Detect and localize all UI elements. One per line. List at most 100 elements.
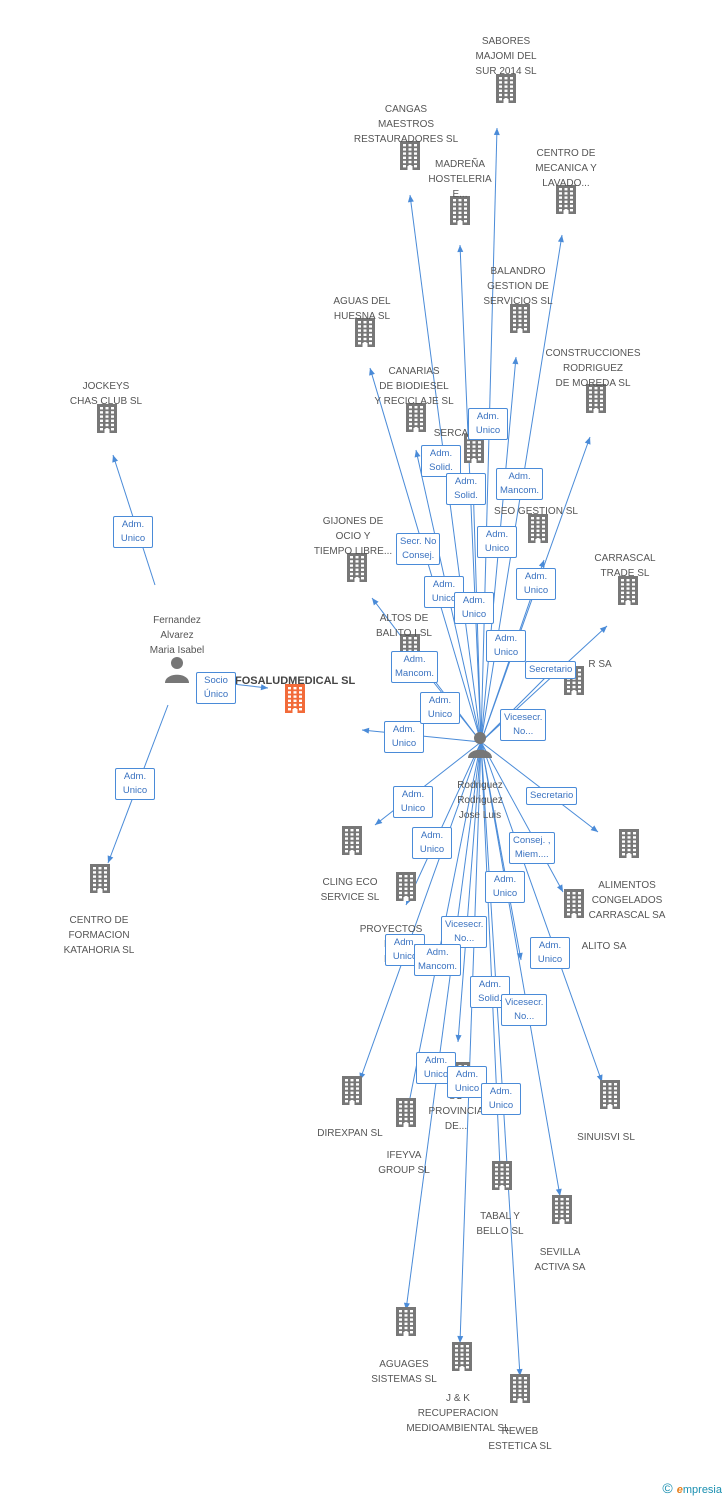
- company-label[interactable]: CARRASCAL TRADE SL: [594, 553, 656, 579]
- company-label[interactable]: IFEYVA GROUP SL: [378, 1150, 430, 1176]
- company-icon-wrap[interactable]: [340, 825, 364, 855]
- relation-badge[interactable]: Adm. Unico: [113, 516, 153, 548]
- company-icon-wrap[interactable]: [490, 1160, 514, 1190]
- company-icon-wrap[interactable]: [617, 828, 641, 858]
- relation-badge[interactable]: Adm. Unico: [420, 692, 460, 724]
- company-icon-wrap[interactable]: [88, 863, 112, 893]
- company-icon-wrap[interactable]: [404, 402, 428, 432]
- company-icon-wrap[interactable]: [345, 552, 369, 582]
- relation-badge[interactable]: Adm. Mancom.: [496, 468, 544, 500]
- edge-arrowhead: [414, 450, 421, 458]
- edge-arrowhead: [599, 626, 607, 633]
- company-icon-wrap[interactable]: [394, 1097, 418, 1127]
- company-label[interactable]: CLING ECO SERVICE SL: [320, 877, 380, 903]
- relation-badge[interactable]: Adm. Unico: [530, 937, 570, 969]
- focus-building-icon: [285, 684, 305, 713]
- company-label[interactable]: CANARIAS DE BIODIESEL Y RECICLAJE SL: [374, 366, 454, 407]
- company-label[interactable]: SABORES MAJOMI DEL SUR 2014 SL: [475, 36, 537, 77]
- company-icon-wrap[interactable]: [508, 303, 532, 333]
- relation-badge[interactable]: Adm. Unico: [468, 408, 508, 440]
- person-label[interactable]: Rodriguez Rodriguez Jose Luis: [457, 780, 503, 821]
- company-icon-wrap[interactable]: [616, 575, 640, 605]
- company-icon-wrap[interactable]: [508, 1373, 532, 1403]
- person-node[interactable]: [163, 655, 191, 683]
- company-label[interactable]: CENTRO DE FORMACION KATAHORIA SL: [63, 915, 135, 956]
- company-label[interactable]: REWEB ESTETICA SL: [488, 1426, 552, 1452]
- relation-badge[interactable]: Adm. Unico: [486, 630, 526, 662]
- relation-badge[interactable]: Secretario: [526, 787, 578, 805]
- company-label[interactable]: CONSTRUCCIONES RODRIGUEZ DE MOREDA SL: [545, 348, 641, 389]
- focus-company-label[interactable]: FOSALUDMEDICAL SL: [235, 675, 356, 687]
- building-icon: [464, 434, 484, 463]
- company-label[interactable]: SERCA: [433, 428, 469, 439]
- company-label[interactable]: SEO GESTION SL: [494, 506, 578, 517]
- brand-name: mpresia: [682, 1484, 722, 1496]
- company-label[interactable]: ALTOS DE BALITO I SL: [376, 613, 432, 639]
- relation-badge[interactable]: Adm. Solid.: [446, 473, 486, 505]
- relation-badge[interactable]: Adm. Unico: [481, 1083, 521, 1115]
- relation-badge[interactable]: Consej. , Miem....: [509, 832, 555, 864]
- relation-badge[interactable]: Adm. Unico: [412, 827, 452, 859]
- focus-company-node[interactable]: [283, 683, 307, 713]
- company-label[interactable]: CANGAS MAESTROS RESTAURADORES SL: [353, 104, 459, 145]
- company-label[interactable]: AGUAS DEL HUESNA SL: [333, 296, 391, 322]
- relation-badge[interactable]: Vicesecr. No...: [501, 994, 548, 1026]
- relation-badge[interactable]: Vicesecr. No...: [441, 916, 488, 948]
- company-icon-wrap[interactable]: [526, 513, 550, 543]
- company-label[interactable]: ALIMENTOS CONGELADOS CARRASCAL SA: [588, 880, 666, 921]
- relation-badge[interactable]: Adm. Unico: [516, 568, 556, 600]
- company-label[interactable]: AGUAGES SISTEMAS SL: [371, 1359, 437, 1385]
- relation-badge[interactable]: Adm. Unico: [384, 721, 424, 753]
- company-icon-wrap[interactable]: [448, 195, 472, 225]
- company-label[interactable]: TABAL Y BELLO SL: [476, 1211, 524, 1237]
- company-icon-wrap[interactable]: [550, 1194, 574, 1224]
- relation-edge: [480, 741, 564, 893]
- relation-badge[interactable]: Adm. Solid.: [421, 445, 461, 477]
- company-label[interactable]: J & K RECUPERACION MEDIOAMBIENTAL SL: [406, 1393, 510, 1434]
- edge-arrowhead: [403, 1302, 410, 1310]
- relation-badge[interactable]: Secretario: [525, 661, 577, 679]
- relation-badge[interactable]: Adm. Unico: [454, 592, 494, 624]
- edge-arrowhead: [112, 455, 119, 463]
- company-icon-wrap[interactable]: [584, 383, 608, 413]
- company-icon-wrap[interactable]: [494, 73, 518, 103]
- building-icon: [355, 318, 375, 347]
- relation-badge[interactable]: Socio Único: [196, 672, 236, 704]
- company-label[interactable]: SINUISVI SL: [577, 1132, 635, 1143]
- person-node[interactable]: [466, 730, 494, 758]
- company-label[interactable]: CENTRO DE MECANICA Y LAVADO...: [535, 148, 597, 189]
- company-icon-wrap[interactable]: [340, 1075, 364, 1105]
- company-icon-wrap[interactable]: [394, 871, 418, 901]
- relation-badge[interactable]: Secr. No Consej.: [396, 533, 441, 565]
- relation-edge: [459, 741, 482, 1344]
- relation-badge[interactable]: Adm. Mancom.: [414, 944, 462, 976]
- relation-badge[interactable]: Adm. Unico: [393, 786, 433, 818]
- company-icon-wrap[interactable]: [394, 1306, 418, 1336]
- relation-badge[interactable]: Adm. Mancom.: [391, 651, 439, 683]
- company-icon-wrap[interactable]: [554, 184, 578, 214]
- company-label[interactable]: MADREÑA HOSTELERIA E...: [428, 159, 492, 200]
- footer-brand[interactable]: ©empresia: [662, 1480, 722, 1496]
- company-label[interactable]: BALANDRO GESTION DE SERVICIOS SL: [483, 266, 553, 307]
- company-label[interactable]: R SA: [588, 659, 612, 670]
- relation-badge[interactable]: Adm. Unico: [485, 871, 525, 903]
- relation-badge[interactable]: Adm. Unico: [115, 768, 155, 800]
- company-icon-wrap[interactable]: [450, 1341, 474, 1371]
- company-label[interactable]: JOCKEYS CHAS CLUB SL: [69, 381, 143, 407]
- company-label[interactable]: SEVILLA ACTIVA SA: [534, 1247, 586, 1273]
- company-icon-wrap[interactable]: [353, 317, 377, 347]
- relation-badge[interactable]: Adm. Solid.: [470, 976, 510, 1008]
- company-label[interactable]: ALITO SA: [581, 941, 627, 952]
- company-label[interactable]: DIREXPAN SL: [317, 1128, 383, 1139]
- relation-badge[interactable]: Adm. Unico: [477, 526, 517, 558]
- company-icon-wrap[interactable]: [562, 888, 586, 918]
- company-icon-wrap[interactable]: [462, 433, 486, 463]
- relation-badge[interactable]: Adm. Unico: [447, 1066, 487, 1098]
- company-icon-wrap[interactable]: [598, 1079, 622, 1109]
- relation-badge[interactable]: Vicesecr. No...: [500, 709, 547, 741]
- company-label[interactable]: GIJONES DE OCIO Y TIEMPO LIBRE...: [313, 516, 393, 557]
- company-icon-wrap[interactable]: [398, 140, 422, 170]
- company-icon-wrap[interactable]: [95, 403, 119, 433]
- person-label[interactable]: Fernandez Alvarez Maria Isabel: [149, 615, 205, 656]
- relation-edge: [480, 741, 561, 1197]
